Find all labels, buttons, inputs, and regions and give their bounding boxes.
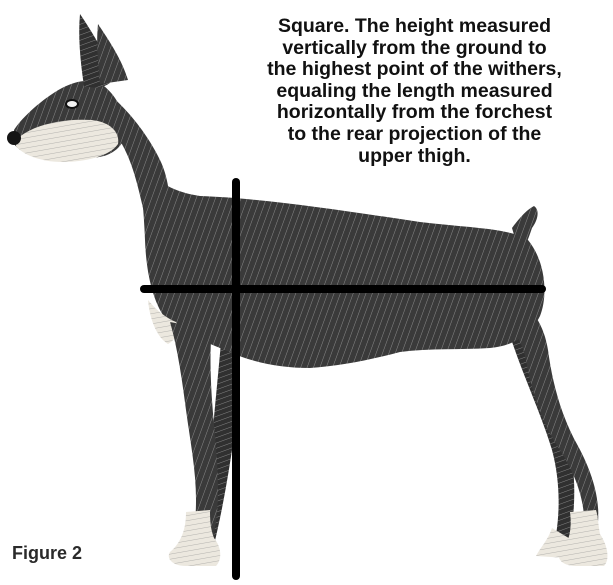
front-paw <box>168 510 221 566</box>
figure-label: Figure 2 <box>12 543 83 563</box>
dog-body <box>140 150 545 368</box>
dog-nose <box>7 131 21 145</box>
dog-neck <box>90 95 171 240</box>
diagram-caption: Square. The height measured vertically f… <box>267 15 562 167</box>
front-leg <box>170 322 218 548</box>
rear-leg <box>470 290 599 522</box>
dog-eye <box>65 99 79 109</box>
dog-muzzle-tan <box>16 119 119 162</box>
rear-paw <box>558 510 608 566</box>
dog-chest-tan <box>148 300 178 344</box>
dog-ear-back <box>97 24 128 84</box>
